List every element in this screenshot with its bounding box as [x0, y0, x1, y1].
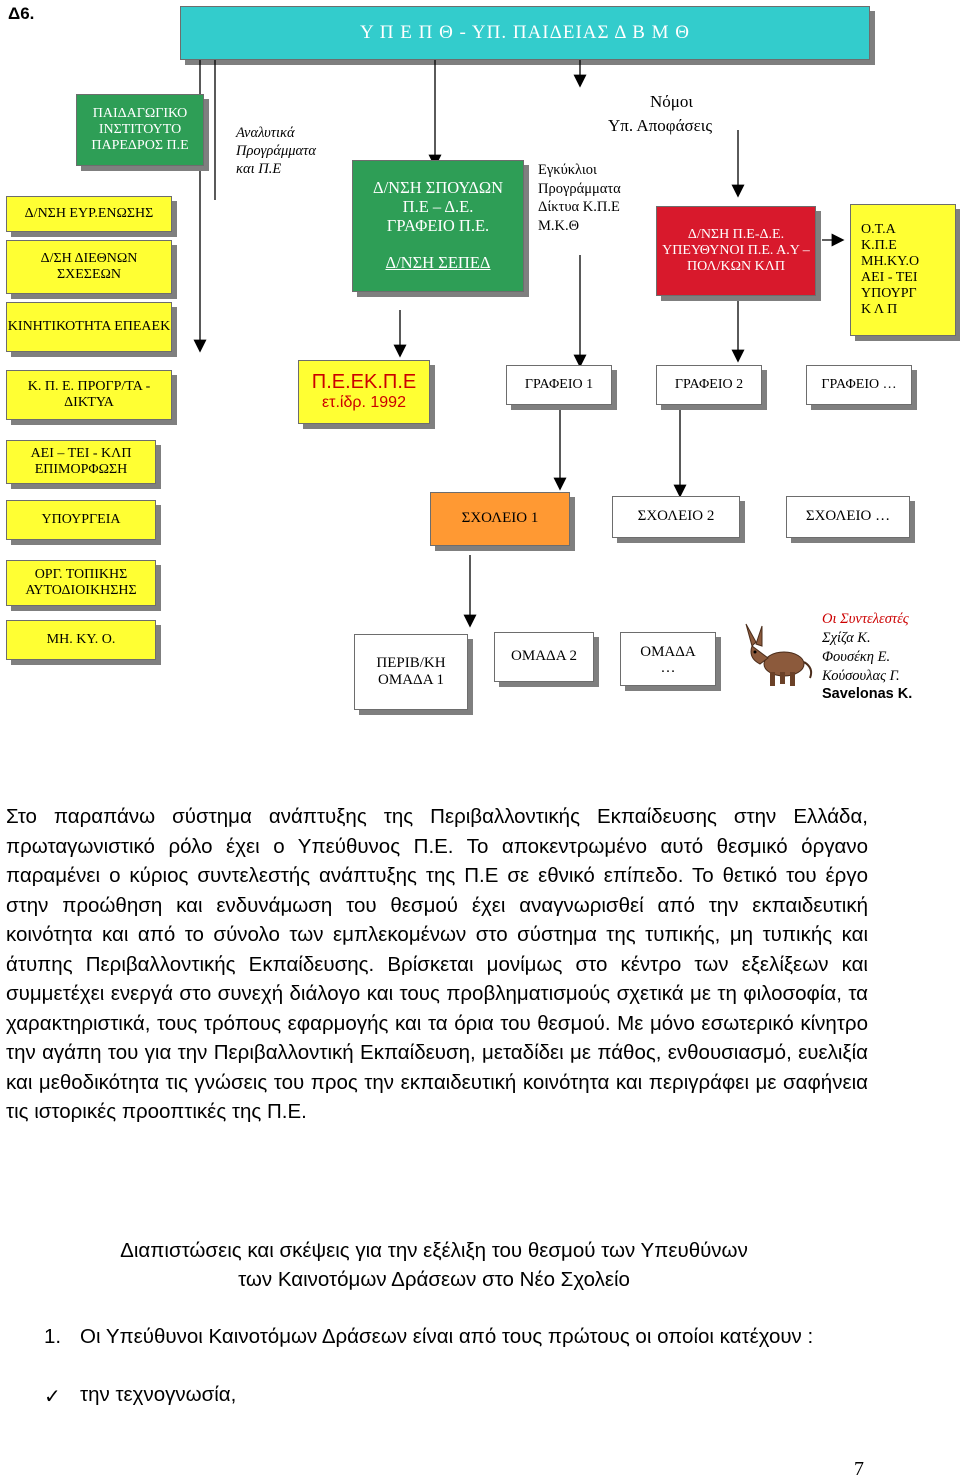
school-2-box: ΣΧΟΛΕΙΟ 2	[612, 496, 740, 538]
training-box: ΑΕΙ – ΤΕΙ - ΚΛΠ ΕΠΙΜΟΡΦΩΣΗ	[6, 440, 156, 484]
peekpe-box: Π.Ε.ΕΚ.Π.Ε ετ.ίδρ. 1992	[298, 360, 430, 424]
credit-name-2: Φουσέκη Ε.	[822, 648, 891, 665]
partner-line: Κ Λ Π	[861, 302, 898, 318]
credits-heading: Οι Συντελεστές	[822, 611, 909, 627]
list-item-number: 1.	[44, 1325, 62, 1348]
checkmark-icon: ✓	[44, 1384, 61, 1408]
circulars-label: Εγκύκλιοι Προγράμματα Δίκτυα Κ.Π.Ε Μ.Κ.Θ	[538, 162, 621, 234]
team-more-box: ΟΜΑΔΑ …	[620, 632, 716, 686]
partner-line: ΑΕΙ - ΤΕΙ	[861, 270, 918, 285]
credits-block: Οι Συντελεστές Σχίζα Κ. Φουσέκη Ε. Κούσο…	[822, 610, 960, 704]
page-number: 7	[854, 1458, 864, 1480]
body-paragraph: Στο παραπάνω σύστημα ανάπτυξης της Περιβ…	[6, 805, 868, 1123]
pedagogical-institute-box: ΠΑΙΔΑΓΩΓΙΚΟ ΙΝΣΤΙΤΟΥΤΟ ΠΑΡΕΔΡΟΣ Π.Ε	[76, 94, 204, 166]
office-1-box: ΓΡΑΦΕΙΟ 1	[506, 365, 612, 405]
office-2-box: ΓΡΑΦΕΙΟ 2	[656, 365, 762, 405]
school-1-box: ΣΧΟΛΕΙΟ 1	[430, 492, 570, 546]
mobility-box: ΚΙΝΗΤΙΚΟΤΗΤΑ ΕΠΕΑΕΚ	[6, 302, 172, 352]
laws-label-2: Υπ. Αποφάσεις	[608, 116, 713, 135]
bullet-text: την τεχνογνωσία,	[80, 1383, 237, 1406]
study-directorate-box: Δ/ΝΣΗ ΣΠΟΥΔΩΝ Π.Ε – Δ.Ε. ΓΡΑΦΕΙΟ Π.Ε. Δ/…	[352, 160, 524, 292]
curricula-label: Αναλυτικά Προγράμματα και Π.Ε	[236, 125, 316, 178]
ministry-banner: Υ Π Ε Π Θ - ΥΠ. ΠΑΙΔΕΙΑΣ Δ Β Μ Θ	[180, 6, 870, 60]
ngos-box: ΜΗ. ΚΥ. Ο.	[6, 620, 156, 660]
donkey-illustration	[745, 623, 813, 686]
chart-connectors	[193, 60, 845, 628]
team-1-box: ΠΕΡΙΒ/ΚΗ ΟΜΑΔΑ 1	[354, 634, 468, 710]
credit-name-1: Σχίζα Κ.	[822, 629, 871, 646]
intl-relations-box: Δ/ΣΗ ΔΙΕΘΝΩΝ ΣΧΕΣΕΩΝ	[6, 240, 172, 294]
credit-name-4: Savelonas K.	[822, 686, 913, 703]
section-label: Δ6.	[8, 4, 35, 23]
team-2-box: ΟΜΑΔΑ 2	[494, 632, 594, 682]
list-item-text: Οι Υπεύθυνοι Καινοτόμων Δράσεων είναι απ…	[80, 1325, 814, 1348]
partner-line: ΥΠΟΥΡΓ	[861, 286, 917, 302]
regional-directorate-box: Δ/ΝΣΗ Π.Ε-Δ.Ε. ΥΠΕΥΘΥΝΟΙ Π.Ε. Α.Υ – ΠΟΛ/…	[656, 206, 816, 296]
laws-label-1: Νόμοι	[650, 92, 693, 111]
kpe-programs-box: Κ. Π. Ε. ΠΡΟΓΡ/ΤΑ - ΔΙΚΤΥΑ	[6, 370, 172, 420]
section-title-line-1: Διαπιστώσεις και σκέψεις για την εξέλιξη…	[120, 1239, 748, 1262]
office-more-box: ΓΡΑΦΕΙΟ …	[806, 365, 912, 405]
banner-title: Υ Π Ε Π Θ - ΥΠ. ΠΑΙΔΕΙΑΣ Δ Β Μ Θ	[360, 22, 690, 44]
ministries-box: ΥΠΟΥΡΓΕΙΑ	[6, 500, 156, 540]
partner-line: Κ.Π.Ε	[861, 237, 897, 253]
eu-unification-box: Δ/ΝΣΗ ΕΥΡ.ΕΝΩΣΗΣ	[6, 196, 172, 232]
school-more-box: ΣΧΟΛΕΙΟ …	[786, 496, 910, 538]
local-gov-box: ΟΡΓ. ΤΟΠΙΚΗΣ ΑΥΤΟΔΙΟΙΚΗΣΗΣ	[6, 560, 156, 606]
section-title-line-2: των Καινοτόμων Δράσεων στο Νέο Σχολείο	[238, 1268, 630, 1291]
partner-line: ΜΗ.ΚΥ.Ο	[861, 253, 920, 269]
partner-line: Ο.Τ.Α	[861, 221, 896, 237]
credit-name-3: Κούσουλας Γ.	[822, 667, 900, 684]
